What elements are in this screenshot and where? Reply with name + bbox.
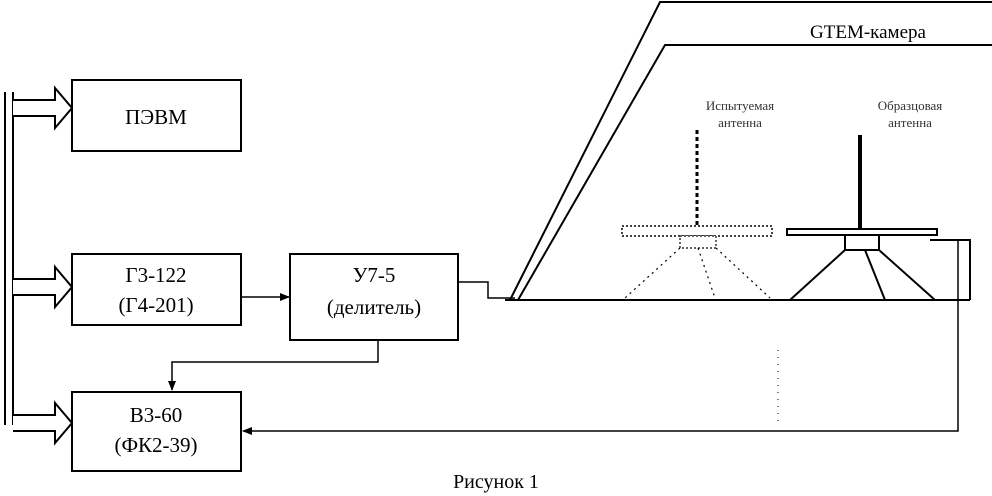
divider-label-model: У7-5 <box>353 263 396 287</box>
bus-arrow-meter <box>13 400 74 446</box>
tested-antenna <box>621 130 773 299</box>
generator-label-model: Г3-122 <box>125 263 186 287</box>
divider-to-meter-arrow <box>168 340 379 391</box>
reference-antenna <box>786 135 938 301</box>
generator-label-alt: (Г4-201) <box>118 293 193 317</box>
divider-block: У7-5 (делитель) <box>289 253 459 341</box>
reference-antenna-label-line1: Образцовая <box>878 98 943 113</box>
control-bus <box>4 92 14 425</box>
generator-block: Г3-122 (Г4-201) <box>71 253 242 326</box>
meter-label-alt: (ФК2-39) <box>114 433 197 457</box>
pevm-block: ПЭВМ <box>71 79 242 152</box>
meter-block: В3-60 (ФК2-39) <box>71 391 242 472</box>
tested-antenna-label-line2: антенна <box>718 115 762 130</box>
gtem-chamber-label: GTEM-камера <box>810 22 926 43</box>
meter-label-model: В3-60 <box>130 403 183 427</box>
tested-antenna-label-line1: Испытуемая <box>706 98 774 113</box>
divider-label-role: (делитель) <box>327 295 421 319</box>
pevm-label: ПЭВМ <box>125 105 187 129</box>
bus-arrow-generator <box>13 264 74 310</box>
figure-caption: Рисунок 1 <box>453 471 539 493</box>
bus-arrow-pevm <box>13 85 74 131</box>
divider-to-chamber-line <box>458 281 515 299</box>
gtem-chamber <box>505 1 992 301</box>
reference-antenna-label-line2: антенна <box>888 115 932 130</box>
